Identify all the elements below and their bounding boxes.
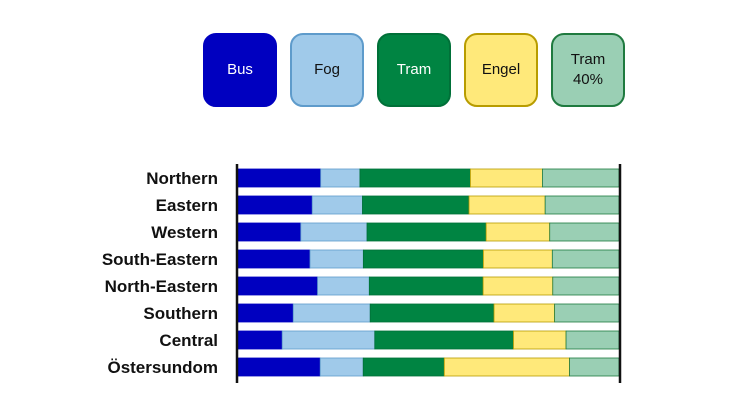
- bar-segment-bus: [237, 249, 311, 269]
- bar-segment-engel: [493, 303, 556, 323]
- bar-segment-bus: [237, 195, 313, 215]
- bar-segment-tram-40-: [569, 357, 620, 377]
- category-label: South-Eastern: [102, 250, 218, 269]
- bar-segment-fog: [281, 330, 376, 350]
- bar-segment-engel: [485, 222, 551, 242]
- bar-segment-engel: [513, 330, 567, 350]
- bar-segment-tram: [368, 276, 484, 296]
- bar-segment-fog: [319, 357, 364, 377]
- category-label: Southern: [143, 304, 218, 323]
- bar-segment-tram: [359, 168, 471, 188]
- bar-segment-tram: [362, 249, 484, 269]
- bar-segment-bus: [237, 276, 318, 296]
- legend-item-tram-40-: Tram 40%: [551, 33, 625, 107]
- category-label: Central: [159, 331, 218, 350]
- bar-segment-fog: [292, 303, 371, 323]
- bar-segment-tram-40-: [551, 249, 620, 269]
- bar-segment-fog: [317, 276, 370, 296]
- legend-item-tram: Tram: [377, 33, 451, 107]
- bar-segment-engel: [470, 168, 543, 188]
- category-label: Northern: [146, 169, 218, 188]
- bar-segment-tram: [362, 195, 470, 215]
- bar-segment-fog: [300, 222, 368, 242]
- bar-segment-tram-40-: [552, 276, 620, 296]
- bar-segment-fog: [320, 168, 361, 188]
- bar-segment-bus: [237, 330, 283, 350]
- category-label: Western: [151, 223, 218, 242]
- bar-segment-bus: [237, 303, 294, 323]
- bar-segment-bus: [237, 168, 322, 188]
- bar-segment-tram: [369, 303, 495, 323]
- bar-segment-engel: [482, 276, 554, 296]
- legend-item-bus: Bus: [203, 33, 277, 107]
- bar-segment-fog: [309, 249, 364, 269]
- category-label: Eastern: [156, 196, 218, 215]
- bar-segment-tram-40-: [542, 168, 620, 188]
- bar-segment-tram-40-: [544, 195, 620, 215]
- bar-segment-engel: [482, 249, 553, 269]
- bar-segment-tram-40-: [549, 222, 620, 242]
- legend-item-fog: Fog: [290, 33, 364, 107]
- bar-segment-tram: [374, 330, 514, 350]
- bar-segment-engel: [443, 357, 570, 377]
- bar-segment-bus: [237, 357, 321, 377]
- category-label: Östersundom: [107, 358, 218, 377]
- bar-segment-tram-40-: [554, 303, 620, 323]
- category-label: North-Eastern: [105, 277, 218, 296]
- legend-item-engel: Engel: [464, 33, 538, 107]
- bar-segment-tram-40-: [565, 330, 620, 350]
- bar-segment-bus: [237, 222, 302, 242]
- bar-segment-tram: [362, 357, 445, 377]
- bar-segment-tram: [366, 222, 487, 242]
- bar-segment-engel: [468, 195, 546, 215]
- bar-segment-fog: [311, 195, 363, 215]
